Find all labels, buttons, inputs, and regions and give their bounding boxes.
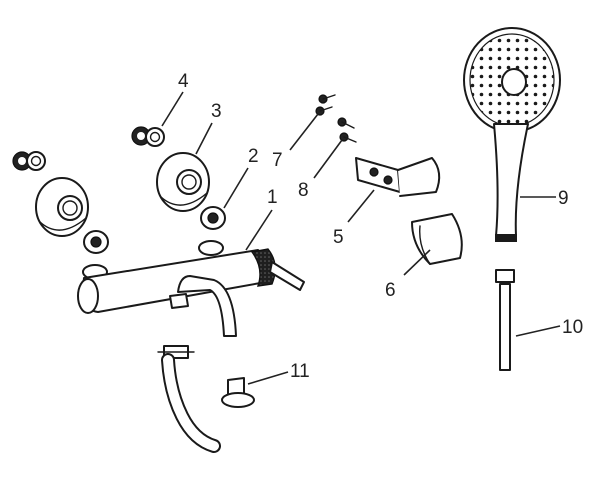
screws bbox=[315, 94, 357, 143]
callout-4: 4 bbox=[178, 71, 189, 92]
callout-9: 9 bbox=[558, 188, 569, 209]
cover-rosette-left bbox=[35, 177, 89, 237]
bath-hose bbox=[157, 345, 221, 453]
mixer-body bbox=[77, 240, 305, 337]
bracket-cover bbox=[411, 213, 463, 265]
washer-rings-left bbox=[12, 151, 46, 171]
callout-2: 2 bbox=[248, 146, 259, 167]
callout-5: 5 bbox=[333, 227, 344, 248]
diverter-plug bbox=[221, 377, 255, 408]
callout-10: 10 bbox=[562, 317, 583, 338]
callout-7: 7 bbox=[272, 150, 283, 171]
eccentric-connector-left bbox=[83, 230, 109, 254]
wall-bracket bbox=[355, 157, 441, 197]
callout-6: 6 bbox=[385, 280, 396, 301]
eccentric-connector-right bbox=[200, 206, 226, 230]
callout-11: 11 bbox=[290, 361, 310, 382]
cover-rosette-right bbox=[156, 152, 210, 212]
callout-1: 1 bbox=[267, 187, 278, 208]
callout-leaders bbox=[161, 91, 561, 385]
callout-3: 3 bbox=[211, 101, 222, 122]
callout-8: 8 bbox=[298, 180, 309, 201]
washer-rings-right bbox=[131, 126, 165, 147]
shower-hose bbox=[495, 269, 515, 371]
hand-shower bbox=[463, 27, 561, 242]
